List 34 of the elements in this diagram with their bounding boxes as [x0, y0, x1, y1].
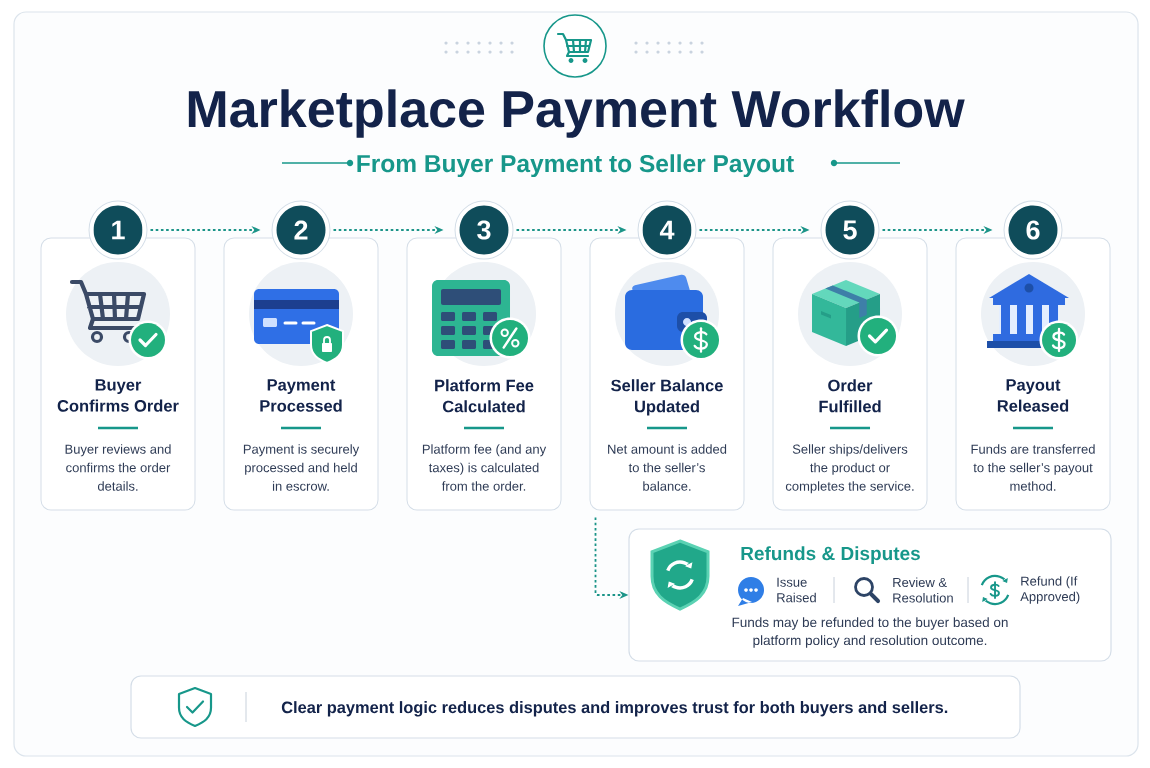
- step-title: Order Fulfilled: [819, 379, 881, 413]
- step-description: Funds are transferred to the seller’s payout method.: [971, 444, 1095, 491]
- step-title: Payout Released: [997, 379, 1069, 412]
- node-label: 5: [843, 220, 857, 240]
- step-title: Seller Balance Updated: [611, 379, 723, 416]
- step-badge: 5: [820, 200, 880, 260]
- node-label: 1: [112, 220, 125, 240]
- step-description: Net amount is added to the seller’s balance.: [608, 444, 727, 491]
- info-panel: [628, 528, 1112, 662]
- step-badge: 2: [271, 200, 331, 260]
- node-label: 6: [1026, 220, 1040, 240]
- step-title: Buyer Confirms Order: [57, 379, 179, 412]
- title: Marketplace Payment Workflow: [188, 89, 965, 138]
- step-badge: 1: [88, 200, 148, 260]
- step-title: Platform Fee Calculated: [435, 379, 534, 413]
- step-title: Payment Processed: [260, 379, 342, 412]
- step-badge: 3: [454, 200, 514, 260]
- item-label: Issue Raised: [777, 577, 816, 603]
- step-description: Buyer reviews and confirms the order details.: [65, 444, 171, 491]
- panel-heading: Refunds & Disputes: [741, 546, 920, 564]
- item-label: Review & Resolution: [893, 577, 953, 603]
- node-label: 2: [294, 220, 308, 240]
- step-badge: 4: [637, 200, 697, 260]
- step-description: Platform fee (and any taxes) is calculated from the order.: [422, 444, 547, 491]
- banner: [130, 675, 1021, 739]
- step-badge: 6: [1003, 200, 1063, 260]
- node-label: 4: [659, 220, 675, 240]
- banner-text: Clear payment logic reduces disputes and improves trust for both buyers and sellers.: [281, 701, 948, 717]
- subtitle: From Buyer Payment to Seller Payout: [357, 154, 794, 178]
- step-description: Payment is securely processed and held in escrow.: [243, 444, 360, 491]
- node-label: 3: [477, 220, 491, 240]
- item-label: Refund (If Approved): [1020, 576, 1080, 604]
- panel-description: Funds may be refunded to the buyer based on platform policy and resolution outcome.: [732, 617, 1008, 648]
- step-description: Seller ships/delivers the product or completes the service.: [785, 444, 914, 494]
